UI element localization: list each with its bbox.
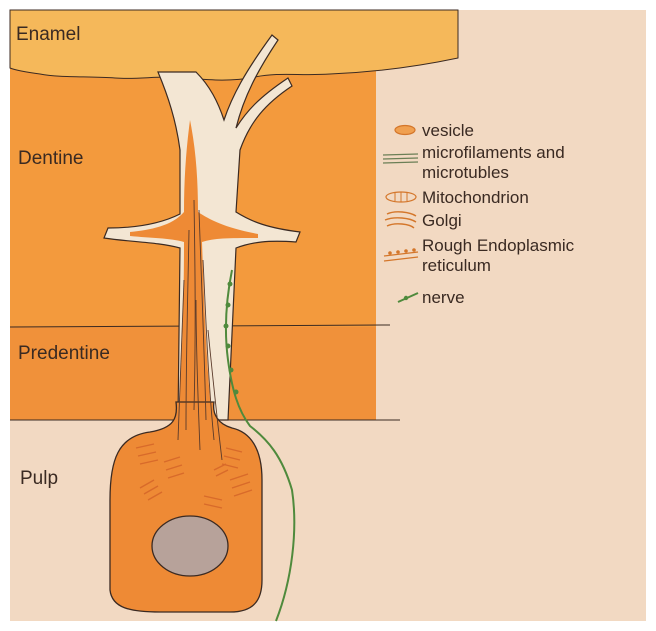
legend-golgi: Golgi: [422, 211, 462, 230]
legend-microfilaments-line2: microtubles: [422, 163, 509, 182]
legend-rough-er-line1: Rough Endoplasmic: [422, 236, 575, 255]
enamel-layer: [10, 10, 458, 80]
label-pulp: Pulp: [20, 468, 58, 489]
legend-rough-er-line2: reticulum: [422, 256, 491, 275]
label-predentine: Predentine: [18, 343, 110, 364]
vesicle-icon: [395, 126, 415, 135]
label-dentine: Dentine: [18, 148, 84, 169]
legend-microfilaments-line1: microfilaments and: [422, 143, 565, 162]
legend-vesicle: vesicle: [422, 121, 474, 140]
legend-nerve: nerve: [422, 288, 465, 307]
nucleus: [152, 516, 228, 576]
legend-mitochondrion: Mitochondrion: [422, 188, 529, 207]
label-enamel: Enamel: [16, 24, 80, 45]
